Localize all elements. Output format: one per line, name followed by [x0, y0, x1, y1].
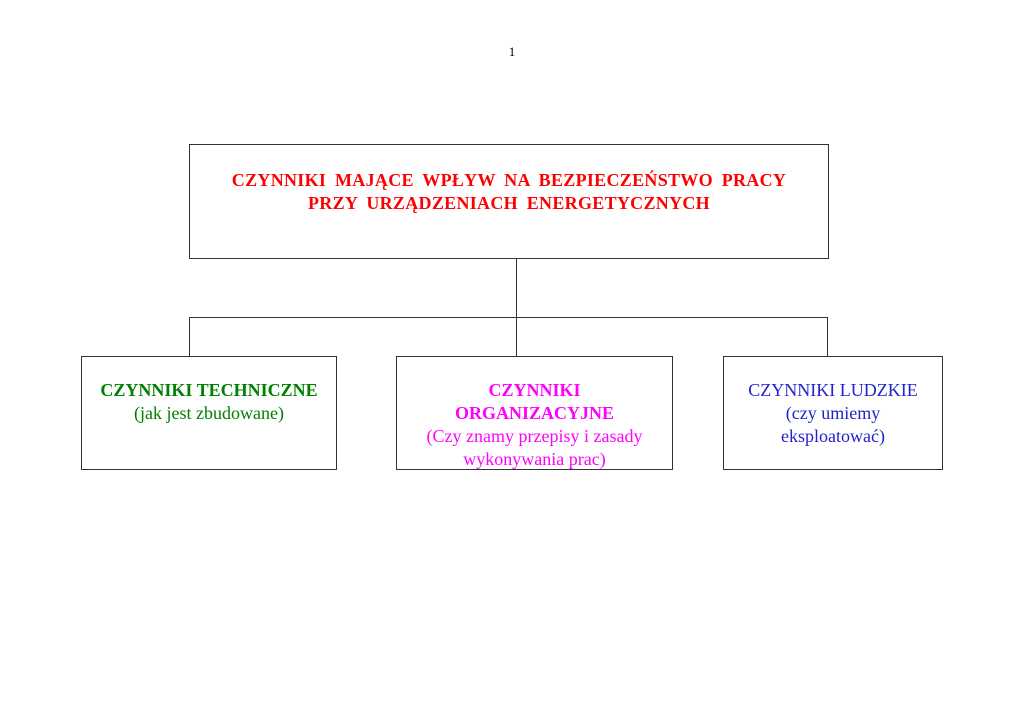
root-node-title-line2: PRZY URZĄDZENIACH ENERGETYCZNYCH — [308, 193, 710, 213]
node-human-title: CZYNNIKI LUDZKIE — [748, 380, 918, 400]
node-organizational-title-line1: CZYNNIKI — [488, 380, 581, 400]
page-number: 1 — [508, 44, 516, 59]
node-organizational-title-line2: ORGANIZACYJNE — [454, 403, 614, 423]
connector-mid-down — [516, 317, 517, 357]
node-organizational-subtitle-line2: wykonywania prac) — [463, 449, 606, 469]
connector-right-down — [827, 317, 828, 357]
node-technical-factors: CZYNNIKI TECHNICZNE (jak jest zbudowane) — [81, 356, 337, 470]
connector-root-down — [516, 258, 517, 317]
node-technical-subtitle: (jak jest zbudowane) — [134, 403, 284, 423]
root-node-title-line1: CZYNNIKI MAJĄCE WPŁYW NA BEZPIECZEŃSTWO … — [231, 170, 787, 190]
node-human-subtitle-line2: eksploatować) — [781, 426, 885, 446]
node-organizational-subtitle-line1: (Czy znamy przepisy i zasady — [426, 426, 643, 446]
connector-left-down — [189, 317, 190, 357]
node-organizational-factors: CZYNNIKI ORGANIZACYJNE (Czy znamy przepi… — [396, 356, 673, 470]
root-node: CZYNNIKI MAJĄCE WPŁYW NA BEZPIECZEŃSTWO … — [189, 144, 829, 259]
connector-horizontal — [189, 317, 828, 318]
node-technical-title: CZYNNIKI TECHNICZNE — [100, 380, 318, 400]
node-human-factors: CZYNNIKI LUDZKIE (czy umiemy eksploatowa… — [723, 356, 943, 470]
node-human-subtitle-line1: (czy umiemy — [785, 403, 881, 423]
